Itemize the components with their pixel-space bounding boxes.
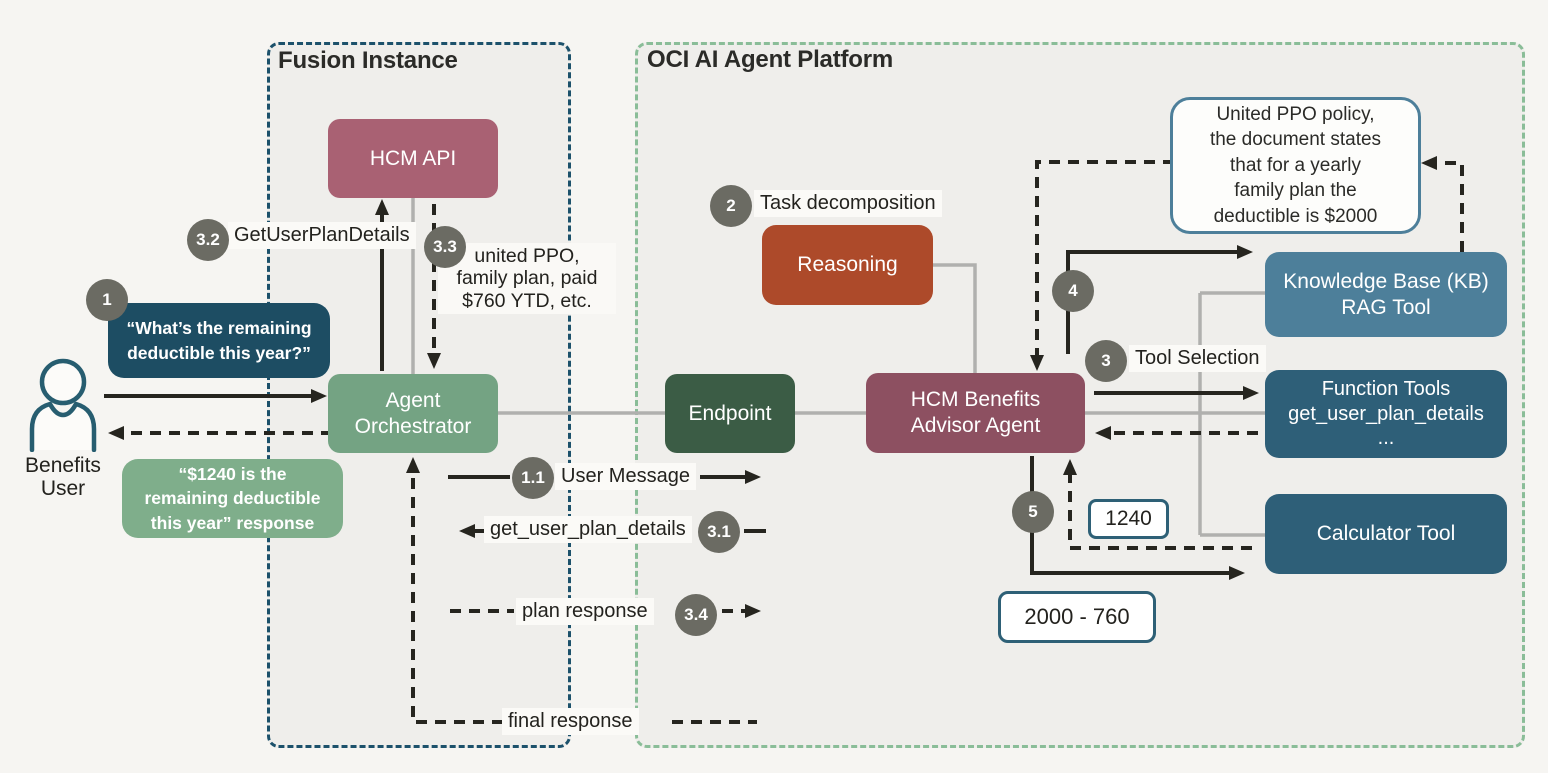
reasoning-node: Reasoning: [762, 225, 933, 305]
final-answer-bubble: “$1240 is the remaining deductible this …: [122, 459, 343, 538]
label-user-message: User Message: [555, 463, 696, 490]
arrow-kbresult-to-agent: [1030, 160, 1174, 371]
step-badge-3-2: 3.2: [187, 219, 229, 261]
function-tools-node: Function Tools get_user_plan_details ...: [1265, 370, 1507, 458]
step-badge-4: 4: [1052, 270, 1094, 312]
arrow-kb-to-callout: [1421, 156, 1464, 252]
label-tool-selection: Tool Selection: [1129, 345, 1266, 372]
connector-agent-tools-trunk: [1085, 291, 1265, 537]
step-badge-1-1: 1.1: [512, 457, 554, 499]
step-badge-2: 2: [710, 185, 752, 227]
hcm-api-node: HCM API: [328, 119, 498, 198]
arrow-calculator-result-to-agent: [1063, 459, 1252, 550]
step-badge-3-4: 3.4: [675, 594, 717, 636]
user-query-bubble: “What’s the remaining deductible this ye…: [108, 303, 330, 378]
user-icon: [29, 358, 97, 452]
label-plan-response: plan response: [516, 598, 654, 625]
calculator-result-box: 1240: [1088, 499, 1169, 539]
step-badge-3: 3: [1085, 340, 1127, 382]
oci-platform-title: OCI AI Agent Platform: [647, 46, 894, 73]
step-badge-3-1: 3.1: [698, 511, 740, 553]
label-final-response: final response: [502, 708, 639, 735]
arrow-final-response-to-orchestrator: [406, 457, 503, 724]
arrow-agent-to-kb: [1066, 245, 1253, 354]
label-get-user-plan-details-api: GetUserPlanDetails: [228, 222, 416, 249]
agent-orchestrator-node: Agent Orchestrator: [328, 374, 498, 453]
label-task-decomposition: Task decomposition: [754, 190, 942, 217]
connector-reasoning-agent: [933, 263, 977, 373]
hcm-benefits-advisor-agent-node: HCM Benefits Advisor Agent: [866, 373, 1085, 453]
step-badge-3-3: 3.3: [424, 226, 466, 268]
endpoint-node: Endpoint: [665, 374, 795, 453]
label-plan-details-response: united PPO, family plan, paid $760 YTD, …: [438, 243, 616, 315]
fusion-instance-title: Fusion Instance: [278, 47, 458, 74]
step-badge-1: 1: [86, 279, 128, 321]
kb-result-callout: United PPO policy, the document states t…: [1170, 97, 1421, 234]
step-badge-5: 5: [1012, 491, 1054, 533]
knowledge-base-rag-tool-node: Knowledge Base (KB) RAG Tool: [1265, 252, 1507, 337]
benefits-user-label: Benefits User: [25, 454, 101, 501]
calculator-expression-box: 2000 - 760: [998, 591, 1156, 643]
calculator-tool-node: Calculator Tool: [1265, 494, 1507, 574]
label-get-user-plan-details-row: get_user_plan_details: [484, 516, 692, 543]
